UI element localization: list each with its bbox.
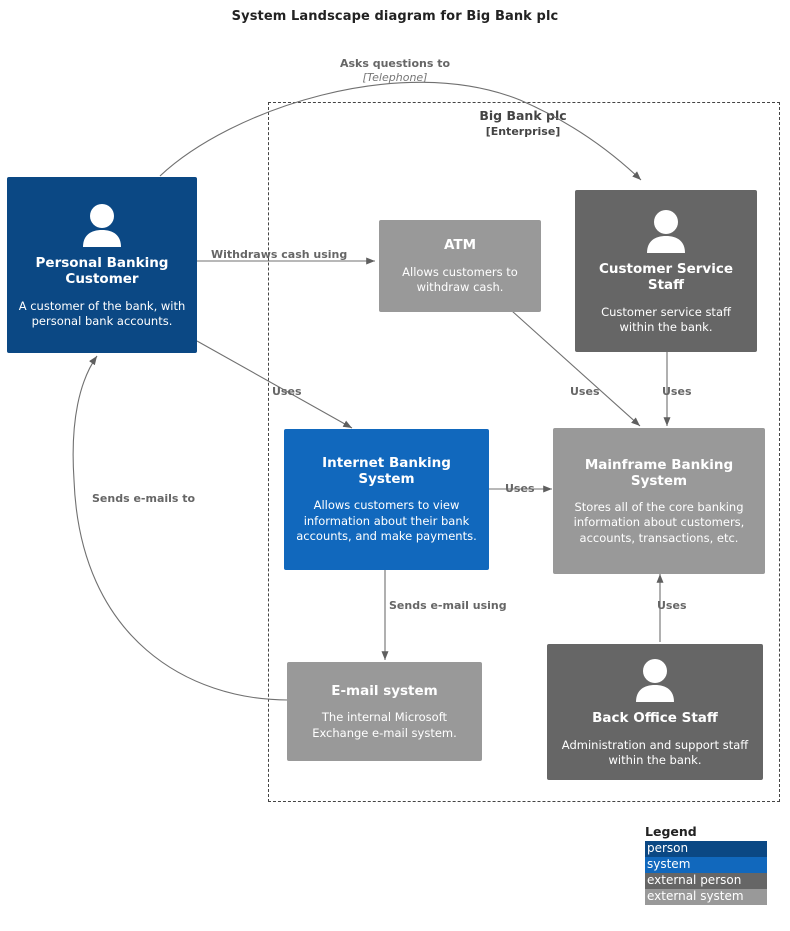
person-icon <box>79 203 125 251</box>
node-description: Allows customers to view information abo… <box>296 498 477 544</box>
boundary-name: Big Bank plc <box>479 108 567 123</box>
node-description: Customer service staff within the bank. <box>601 304 731 335</box>
node-back-office-staff[interactable]: Back Office Staff Administration and sup… <box>547 644 763 780</box>
node-description: The internal Microsoft Exchange e-mail s… <box>312 710 457 740</box>
page-title: System Landscape diagram for Big Bank pl… <box>231 9 559 24</box>
edge-label-withdraws-cash-using: Withdraws cash using <box>211 248 347 262</box>
edge-label-sends-emails-to: Sends e-mails to <box>92 492 195 506</box>
node-title: E-mail system <box>331 682 438 699</box>
legend-title: Legend <box>645 824 697 839</box>
legend-item-label: external person <box>647 873 742 887</box>
legend-item-label: person <box>647 841 689 855</box>
node-title: Back Office Staff <box>592 710 718 727</box>
node-title: Mainframe Banking System <box>584 456 734 489</box>
node-title: Customer Service Staff <box>599 261 733 294</box>
edge-label-asks-questions-to: Asks questions to [Telephone] <box>300 57 490 85</box>
node-personal-banking-customer[interactable]: Personal Banking Customer A customer of … <box>7 177 197 353</box>
legend-item-system: system <box>645 857 767 873</box>
edge-label-customer-uses-internet-banking: Uses <box>272 385 302 399</box>
edge-label-text: Asks questions to <box>339 57 451 70</box>
edge-label-internet-banking-uses-mainframe: Uses <box>505 482 535 496</box>
legend-item-external-person: external person <box>645 873 767 889</box>
node-title: Personal Banking Customer <box>35 255 169 288</box>
node-internet-banking-system[interactable]: Internet Banking System Allows customers… <box>284 429 489 570</box>
legend: Legend person system external person ext… <box>645 824 767 905</box>
edge-label-text: Sends e-mails to <box>92 492 196 505</box>
node-title: Internet Banking System <box>322 455 451 488</box>
legend-item-person: person <box>645 841 767 857</box>
edge-label-text: Withdraws cash using <box>211 248 348 261</box>
person-icon <box>632 658 678 706</box>
edge-label-back-office-uses-mainframe: Uses <box>657 599 687 613</box>
edge-label-text: Sends e-mail using <box>389 599 507 612</box>
edge-label-text: Uses <box>505 482 535 495</box>
boundary-tag: [Enterprise] <box>485 124 561 138</box>
legend-item-external-system: external system <box>645 889 767 905</box>
edge-label-technology: [Telephone] <box>362 70 428 84</box>
edge-label-text: Uses <box>662 385 692 398</box>
edge-sends-emails-to <box>72 355 289 701</box>
node-mainframe-banking-system[interactable]: Mainframe Banking System Stores all of t… <box>553 428 765 574</box>
edge-label-staff-uses-mainframe: Uses <box>662 385 692 399</box>
legend-item-label: system <box>647 857 691 871</box>
node-description: Allows customers to withdraw cash. <box>402 264 518 295</box>
node-title: ATM <box>443 237 477 254</box>
edge-label-text: Uses <box>570 385 600 398</box>
enterprise-boundary-label: Big Bank plc [Enterprise] <box>423 108 623 140</box>
node-description: Administration and support staff within … <box>561 737 749 768</box>
edge-label-text: Uses <box>657 599 687 612</box>
edge-label-sends-email-using: Sends e-mail using <box>389 599 507 613</box>
node-description: A customer of the bank, with personal ba… <box>18 298 186 329</box>
edge-label-atm-uses-mainframe: Uses <box>570 385 600 399</box>
node-email-system[interactable]: E-mail system The internal Microsoft Exc… <box>287 662 482 761</box>
legend-item-label: external system <box>647 889 744 903</box>
node-description: Stores all of the core banking informati… <box>573 499 745 545</box>
edge-label-text: Uses <box>272 385 302 398</box>
node-customer-service-staff[interactable]: Customer Service Staff Customer service … <box>575 190 757 352</box>
person-icon <box>643 209 689 257</box>
node-atm[interactable]: ATM Allows customers to withdraw cash. <box>379 220 541 312</box>
